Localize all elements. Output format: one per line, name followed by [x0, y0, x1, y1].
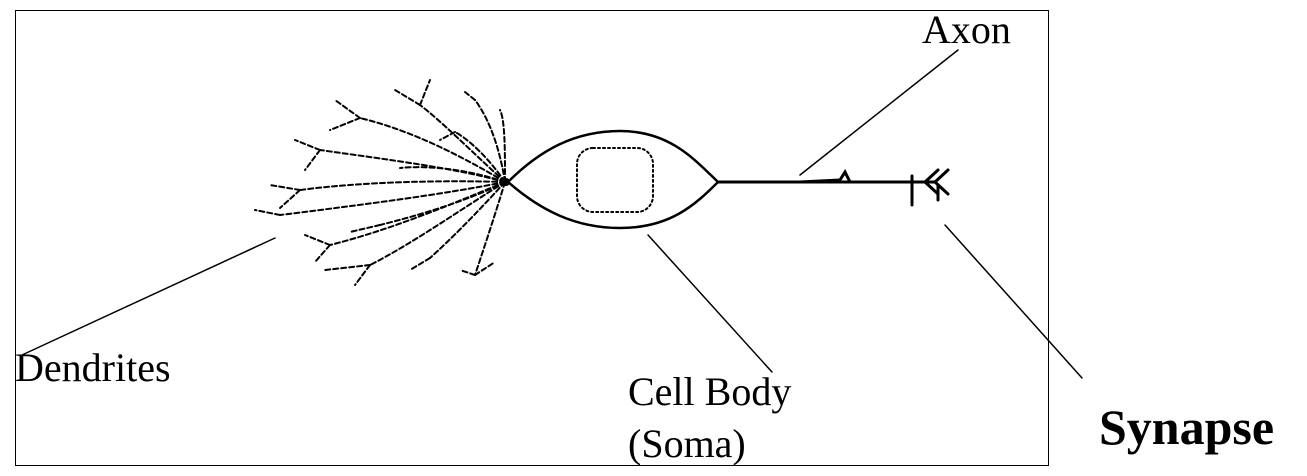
nucleus-shape: [577, 148, 653, 212]
dendrites-leader: [22, 238, 275, 355]
cell-body-leader: [648, 235, 772, 372]
synapse-label: Synapse: [1099, 402, 1274, 452]
synapse-leader: [945, 225, 1082, 378]
dendrites-shape: [255, 80, 505, 285]
cell-body-label: Cell Body: [628, 372, 791, 412]
axon-label: Axon: [922, 10, 1011, 50]
axon-leader: [800, 50, 958, 175]
cell-body-shape: [508, 131, 718, 228]
soma-label: (Soma): [628, 424, 746, 464]
leader-lines: [22, 50, 1082, 378]
synapse-terminal: [912, 170, 948, 205]
dendrites-label: Dendrites: [15, 348, 171, 388]
